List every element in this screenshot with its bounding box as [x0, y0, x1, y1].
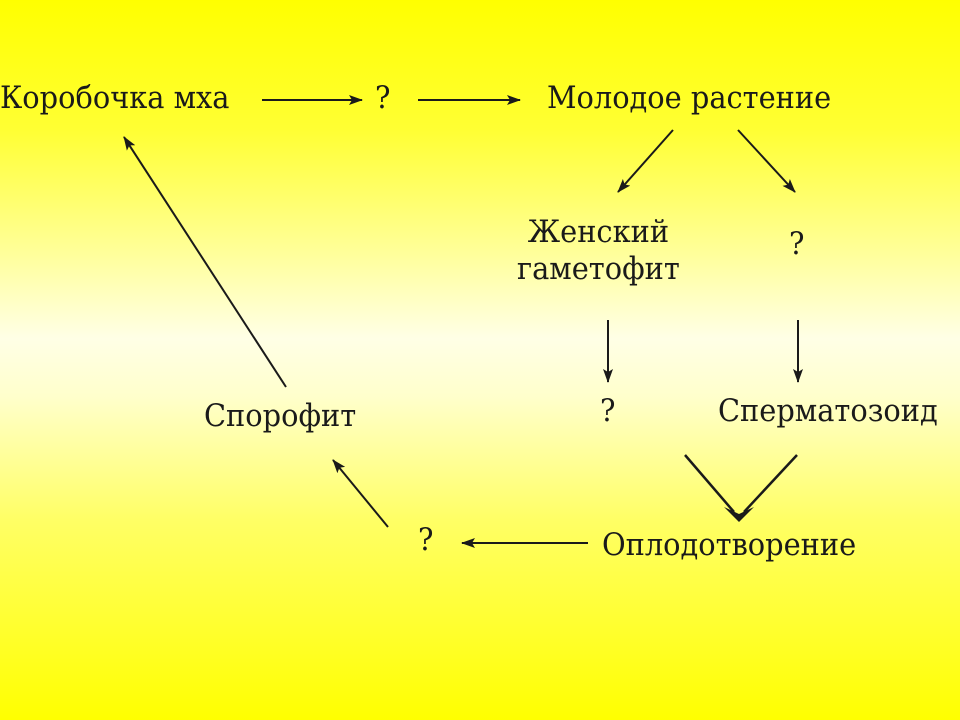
node-unknown-2: ? — [789, 226, 805, 262]
arrow-young-plant-to-female-gametophyte — [617, 129, 674, 193]
node-fertilization: Оплодотворение — [602, 527, 857, 563]
female-gametophyte-line-2: гаметофит — [517, 251, 680, 288]
node-unknown-4: ? — [418, 522, 434, 558]
node-spermatozoid: Сперматозоид — [718, 393, 938, 429]
arrow-young-plant-to-unknown-2 — [737, 129, 796, 193]
merge-arrows-to-fertilization — [684, 454, 798, 513]
arrow-sporophyte-to-capsule — [123, 136, 287, 388]
female-gametophyte-line-1: Женский — [527, 214, 670, 250]
merge-arrowhead — [724, 507, 754, 522]
arrow-unknown-4-to-sporophyte — [332, 459, 389, 528]
node-unknown-3: ? — [600, 393, 616, 429]
node-sporophyte: Спорофит — [204, 398, 357, 434]
node-young-plant: Молодое растение — [547, 80, 832, 116]
node-female-gametophyte: Женский гаметофит — [517, 214, 680, 288]
node-moss-capsule: Коробочка мха — [0, 80, 230, 116]
node-unknown-1: ? — [375, 80, 391, 116]
